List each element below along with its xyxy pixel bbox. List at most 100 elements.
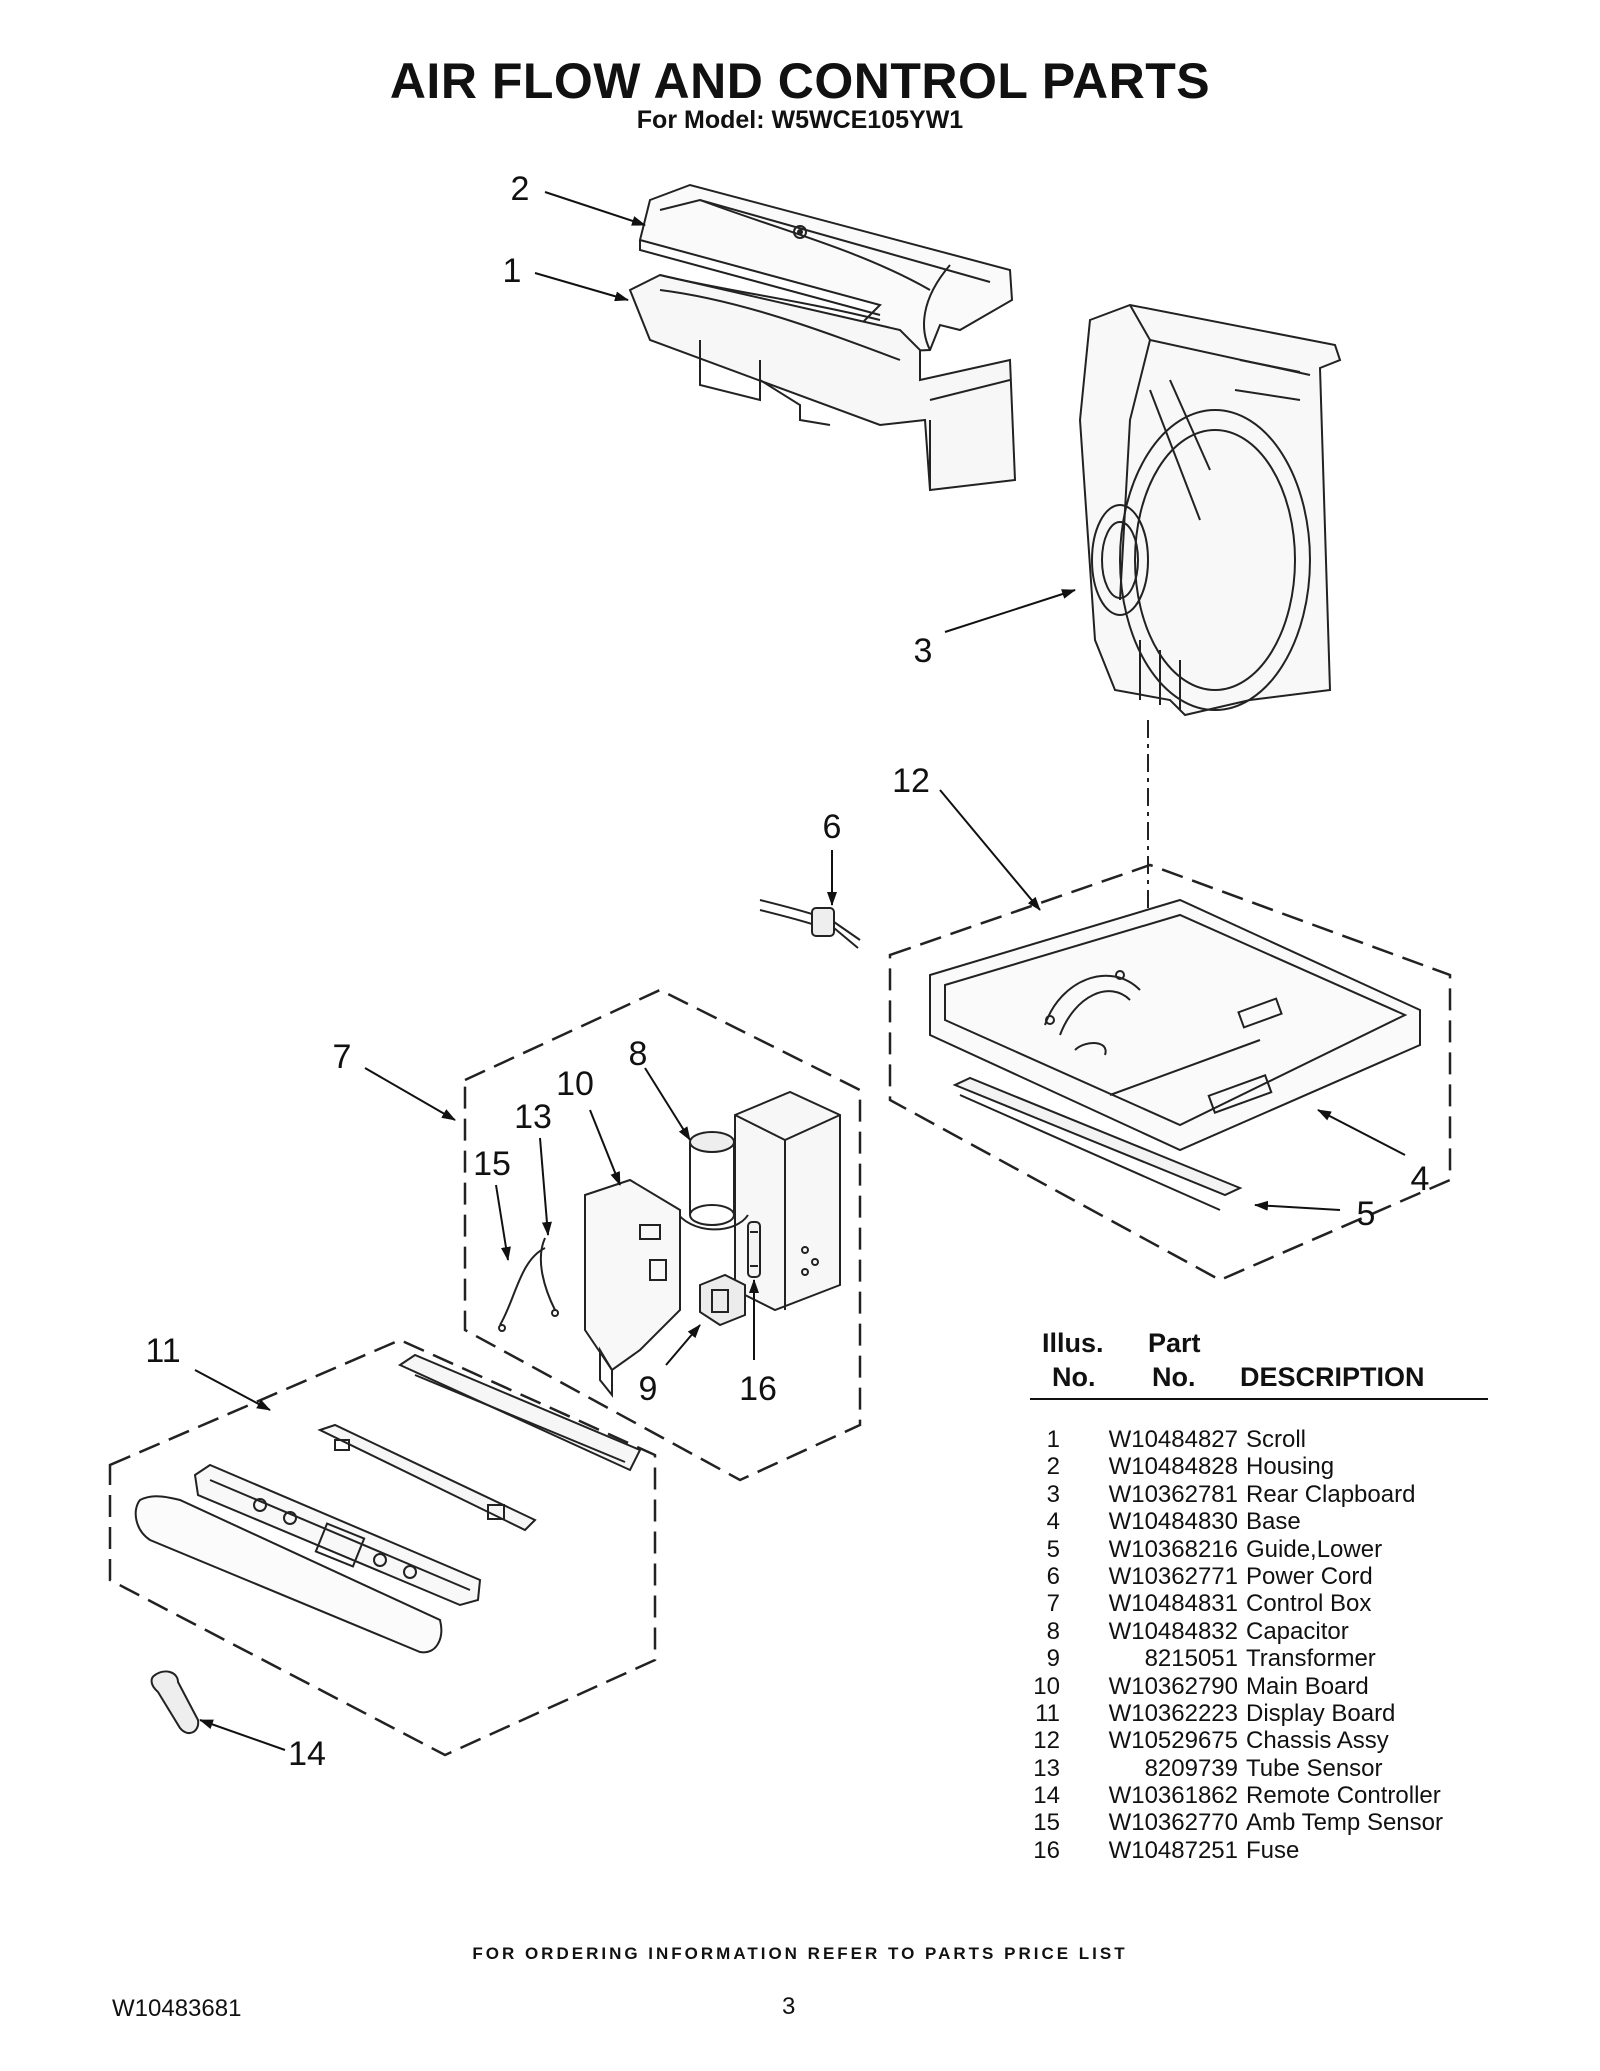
part-transformer [699, 1273, 746, 1327]
part-number: W10361862 [1108, 1782, 1238, 1810]
callout-9: 9 [639, 1370, 658, 1408]
part-number: 8209739 [1144, 1754, 1238, 1782]
header-part-line2: No. [1152, 1362, 1196, 1392]
part-number: W10362770 [1108, 1809, 1238, 1837]
description: Guide,Lower [1246, 1535, 1383, 1563]
description: Main Board [1246, 1672, 1369, 1700]
description: Chassis Assy [1246, 1727, 1389, 1755]
part-remote-controller [150, 1670, 200, 1735]
part-rear-clapboard [1078, 303, 1342, 717]
part-number: W10487251 [1108, 1836, 1238, 1864]
callout-2: 2 [511, 170, 530, 208]
page-title: AIR FLOW AND CONTROL PARTS [389, 53, 1211, 109]
table-row: 15 W10362770 Amb Temp Sensor [1030, 1809, 1490, 1836]
part-front-cover [134, 1495, 443, 1654]
table-row: 14 W10361862 Remote Controller [1030, 1782, 1490, 1809]
illus-number: 13 [1033, 1754, 1060, 1782]
callout-11: 11 [145, 1332, 180, 1370]
part-number: W10484831 [1108, 1590, 1238, 1618]
table-row: 10 W10362790 Main Board [1030, 1673, 1490, 1700]
part-number: W10362223 [1108, 1699, 1238, 1727]
callout-12: 12 [892, 762, 930, 800]
table-row: 12 W10529675 Chassis Assy [1030, 1727, 1490, 1754]
callout-14: 14 [288, 1735, 326, 1773]
parts-table-header: Illus. No. Part No. DESCRIPTION [1030, 1318, 1490, 1400]
model-subtitle: For Model: W5WCE105YW1 [636, 106, 964, 134]
part-fuse [747, 1221, 761, 1278]
display-board-boundary [108, 1338, 657, 1757]
table-row: 11 W10362223 Display Board [1030, 1700, 1490, 1727]
part-number: W10484827 [1108, 1426, 1238, 1453]
part-power-cord [759, 899, 861, 949]
table-row: 16 W10487251 Fuse [1030, 1837, 1490, 1864]
illus-number: 11 [1035, 1699, 1060, 1727]
illus-number: 16 [1033, 1836, 1060, 1864]
description: Amb Temp Sensor [1246, 1809, 1443, 1837]
table-row: 13 8209739 Tube Sensor [1030, 1755, 1490, 1782]
part-scroll [628, 273, 1017, 492]
callout-4: 4 [1411, 1160, 1430, 1198]
description: Scroll [1246, 1426, 1307, 1453]
header-rule [1030, 1398, 1488, 1400]
description: Power Cord [1246, 1562, 1373, 1590]
callout-15: 15 [473, 1145, 511, 1183]
part-capacitor [674, 1131, 749, 1231]
illus-number: 15 [1033, 1809, 1060, 1837]
description: Remote Controller [1246, 1782, 1441, 1810]
callout-5: 5 [1357, 1195, 1376, 1233]
chassis-assy-boundary [888, 863, 1452, 1282]
callout-8: 8 [629, 1035, 648, 1073]
description: Fuse [1246, 1836, 1300, 1864]
table-row: 7 W10484831 Control Box [1030, 1590, 1490, 1617]
illus-number: 7 [1046, 1590, 1060, 1618]
description: Display Board [1246, 1699, 1396, 1727]
part-number: W10484828 [1108, 1453, 1238, 1481]
leader-arrows [194, 191, 1406, 1751]
part-number: W10484832 [1108, 1617, 1238, 1645]
part-housing [638, 183, 1014, 354]
header-description: DESCRIPTION [1240, 1362, 1425, 1392]
ordering-note: FOR ORDERING INFORMATION REFER TO PARTS … [472, 1944, 1128, 1963]
illus-number: 1 [1046, 1426, 1060, 1453]
illus-number: 3 [1046, 1480, 1060, 1508]
description: Housing [1246, 1453, 1335, 1481]
part-guide-lower [952, 1076, 1243, 1211]
illus-number: 12 [1033, 1727, 1060, 1755]
callout-labels: 2 1 3 12 6 7 10 8 13 15 9 16 11 14 4 5 [145, 170, 1429, 1773]
illus-number: 14 [1033, 1782, 1060, 1810]
description: Capacitor [1246, 1617, 1349, 1645]
table-row: 1 W10484827 Scroll [1030, 1426, 1490, 1453]
description: Tube Sensor [1246, 1754, 1383, 1782]
header-part-line1: Part [1148, 1328, 1201, 1358]
header-illus-line1: Illus. [1042, 1328, 1104, 1358]
illus-number: 9 [1046, 1645, 1060, 1673]
callout-3: 3 [914, 632, 933, 670]
document-number: W10483681 [112, 1995, 242, 2022]
header-illus-line2: No. [1052, 1362, 1096, 1392]
callout-10: 10 [556, 1065, 594, 1103]
part-base [929, 898, 1421, 1152]
illus-number: 6 [1046, 1562, 1060, 1590]
callout-1: 1 [503, 252, 522, 290]
description: Control Box [1246, 1590, 1372, 1618]
illus-number: 5 [1046, 1535, 1060, 1563]
part-display-board [317, 1353, 642, 1532]
illus-number: 10 [1033, 1672, 1060, 1700]
illus-number: 4 [1046, 1508, 1060, 1536]
page-number: 3 [782, 1993, 796, 2020]
description: Rear Clapboard [1246, 1480, 1416, 1508]
part-number: W10529675 [1108, 1727, 1238, 1755]
part-number: 8215051 [1144, 1645, 1238, 1673]
callout-6: 6 [823, 808, 842, 846]
part-sensors [498, 1237, 559, 1332]
part-number: W10362790 [1108, 1672, 1238, 1700]
